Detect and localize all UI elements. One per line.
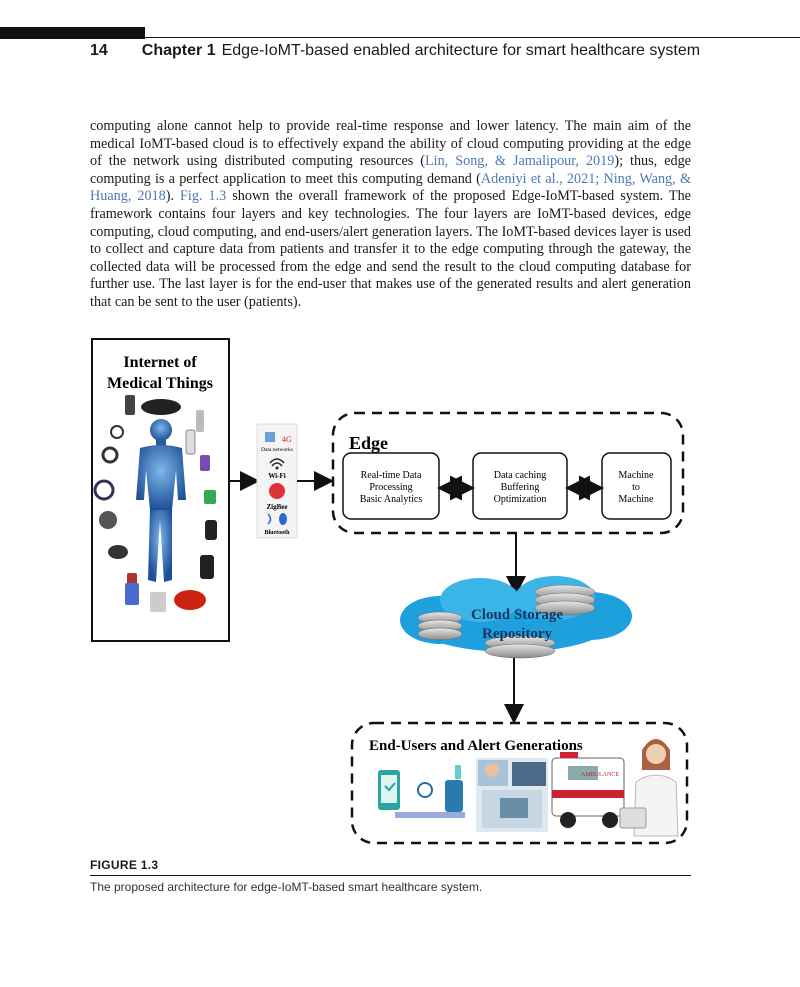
edge-box2-line1: Data caching xyxy=(494,470,546,481)
ambulance-illustration: AMBULANCE xyxy=(551,752,625,828)
text-segment: ); thus, edge computing is a perfect app… xyxy=(90,153,691,187)
telemedicine-illustration xyxy=(476,758,548,832)
network-4g-label: 4G xyxy=(282,435,292,444)
edge-box3-line1: Machine xyxy=(619,470,655,481)
doctor-illustration xyxy=(619,739,679,837)
citation-link[interactable]: Lin, Song, & Jamalipour, 2019 xyxy=(424,153,615,170)
text-segment: shown the overall framework of the propo… xyxy=(90,188,691,310)
network-zigbee-label: ZigBee xyxy=(267,503,288,511)
endusers-title: End-Users and Alert Generations xyxy=(369,738,583,754)
ambulance-text: AMBULANCE xyxy=(581,772,619,778)
edge-box3-line2: to xyxy=(632,482,640,493)
network-technologies-panel: 4G Data networks Wi-Fi ZigBee Bluetooth xyxy=(256,423,298,539)
body-paragraph: computing alone cannot help to provide r… xyxy=(90,118,691,312)
edge-box2-line3: Optimization xyxy=(494,494,547,505)
edge-box3-line3: Machine xyxy=(619,494,655,505)
citation-link[interactable]: Adeniyi et al., 2021; Ning, Wang, & Huan… xyxy=(90,170,691,205)
figure-label: FIGURE 1.3 xyxy=(90,858,159,872)
edge-title: Edge xyxy=(349,433,388,453)
text-segment: computing alone cannot help to provide r… xyxy=(90,118,691,170)
edge-box1-line2: Processing xyxy=(369,482,412,493)
chapter-title: Edge-IoMT-based enabled architecture for… xyxy=(221,42,701,59)
iomt-title-line1: Internet of xyxy=(123,354,197,371)
network-wifi-label: Wi-Fi xyxy=(268,472,285,480)
edge-box2-line2: Buffering xyxy=(501,482,540,493)
network-data-label: Data networks xyxy=(261,447,293,453)
edge-box1-line3: Basic Analytics xyxy=(360,494,423,505)
iomt-title-line2: Medical Things xyxy=(107,375,213,392)
figure-caption-rule xyxy=(90,875,691,876)
medical-devices-illustration xyxy=(93,395,217,612)
human-body-illustration xyxy=(136,419,186,582)
chapter-label: Chapter 1 xyxy=(141,42,216,59)
mobile-health-app-illustration xyxy=(378,765,465,818)
bluetooth-icon xyxy=(267,513,287,525)
figure-caption: The proposed architecture for edge-IoMT-… xyxy=(90,880,483,894)
header-bar xyxy=(0,27,145,39)
running-header: 14 Chapter 1 Edge-IoMT-based enabled archi… xyxy=(90,42,700,60)
figure-reference-link[interactable]: Fig. 1.3 xyxy=(180,188,227,205)
edge-box1-line1: Real-time Data xyxy=(361,470,422,481)
cloud-label-line2: Repository xyxy=(482,626,552,642)
cloud-label-line1: Cloud Storage xyxy=(471,607,563,623)
endusers-layer-box xyxy=(350,721,689,845)
page-number: 14 xyxy=(90,42,108,59)
edge-layer-box xyxy=(331,411,685,535)
zigbee-icon xyxy=(269,483,285,499)
database-disk-stack xyxy=(417,584,596,659)
cloud-storage-illustration xyxy=(400,576,632,659)
network-bluetooth-label: Bluetooth xyxy=(264,530,290,536)
wifi-icon xyxy=(269,458,285,470)
header-rule xyxy=(145,37,800,38)
architecture-diagram: Internet of Medical Things 4G Data netwo… xyxy=(91,338,689,845)
text-segment: ). xyxy=(165,188,181,205)
